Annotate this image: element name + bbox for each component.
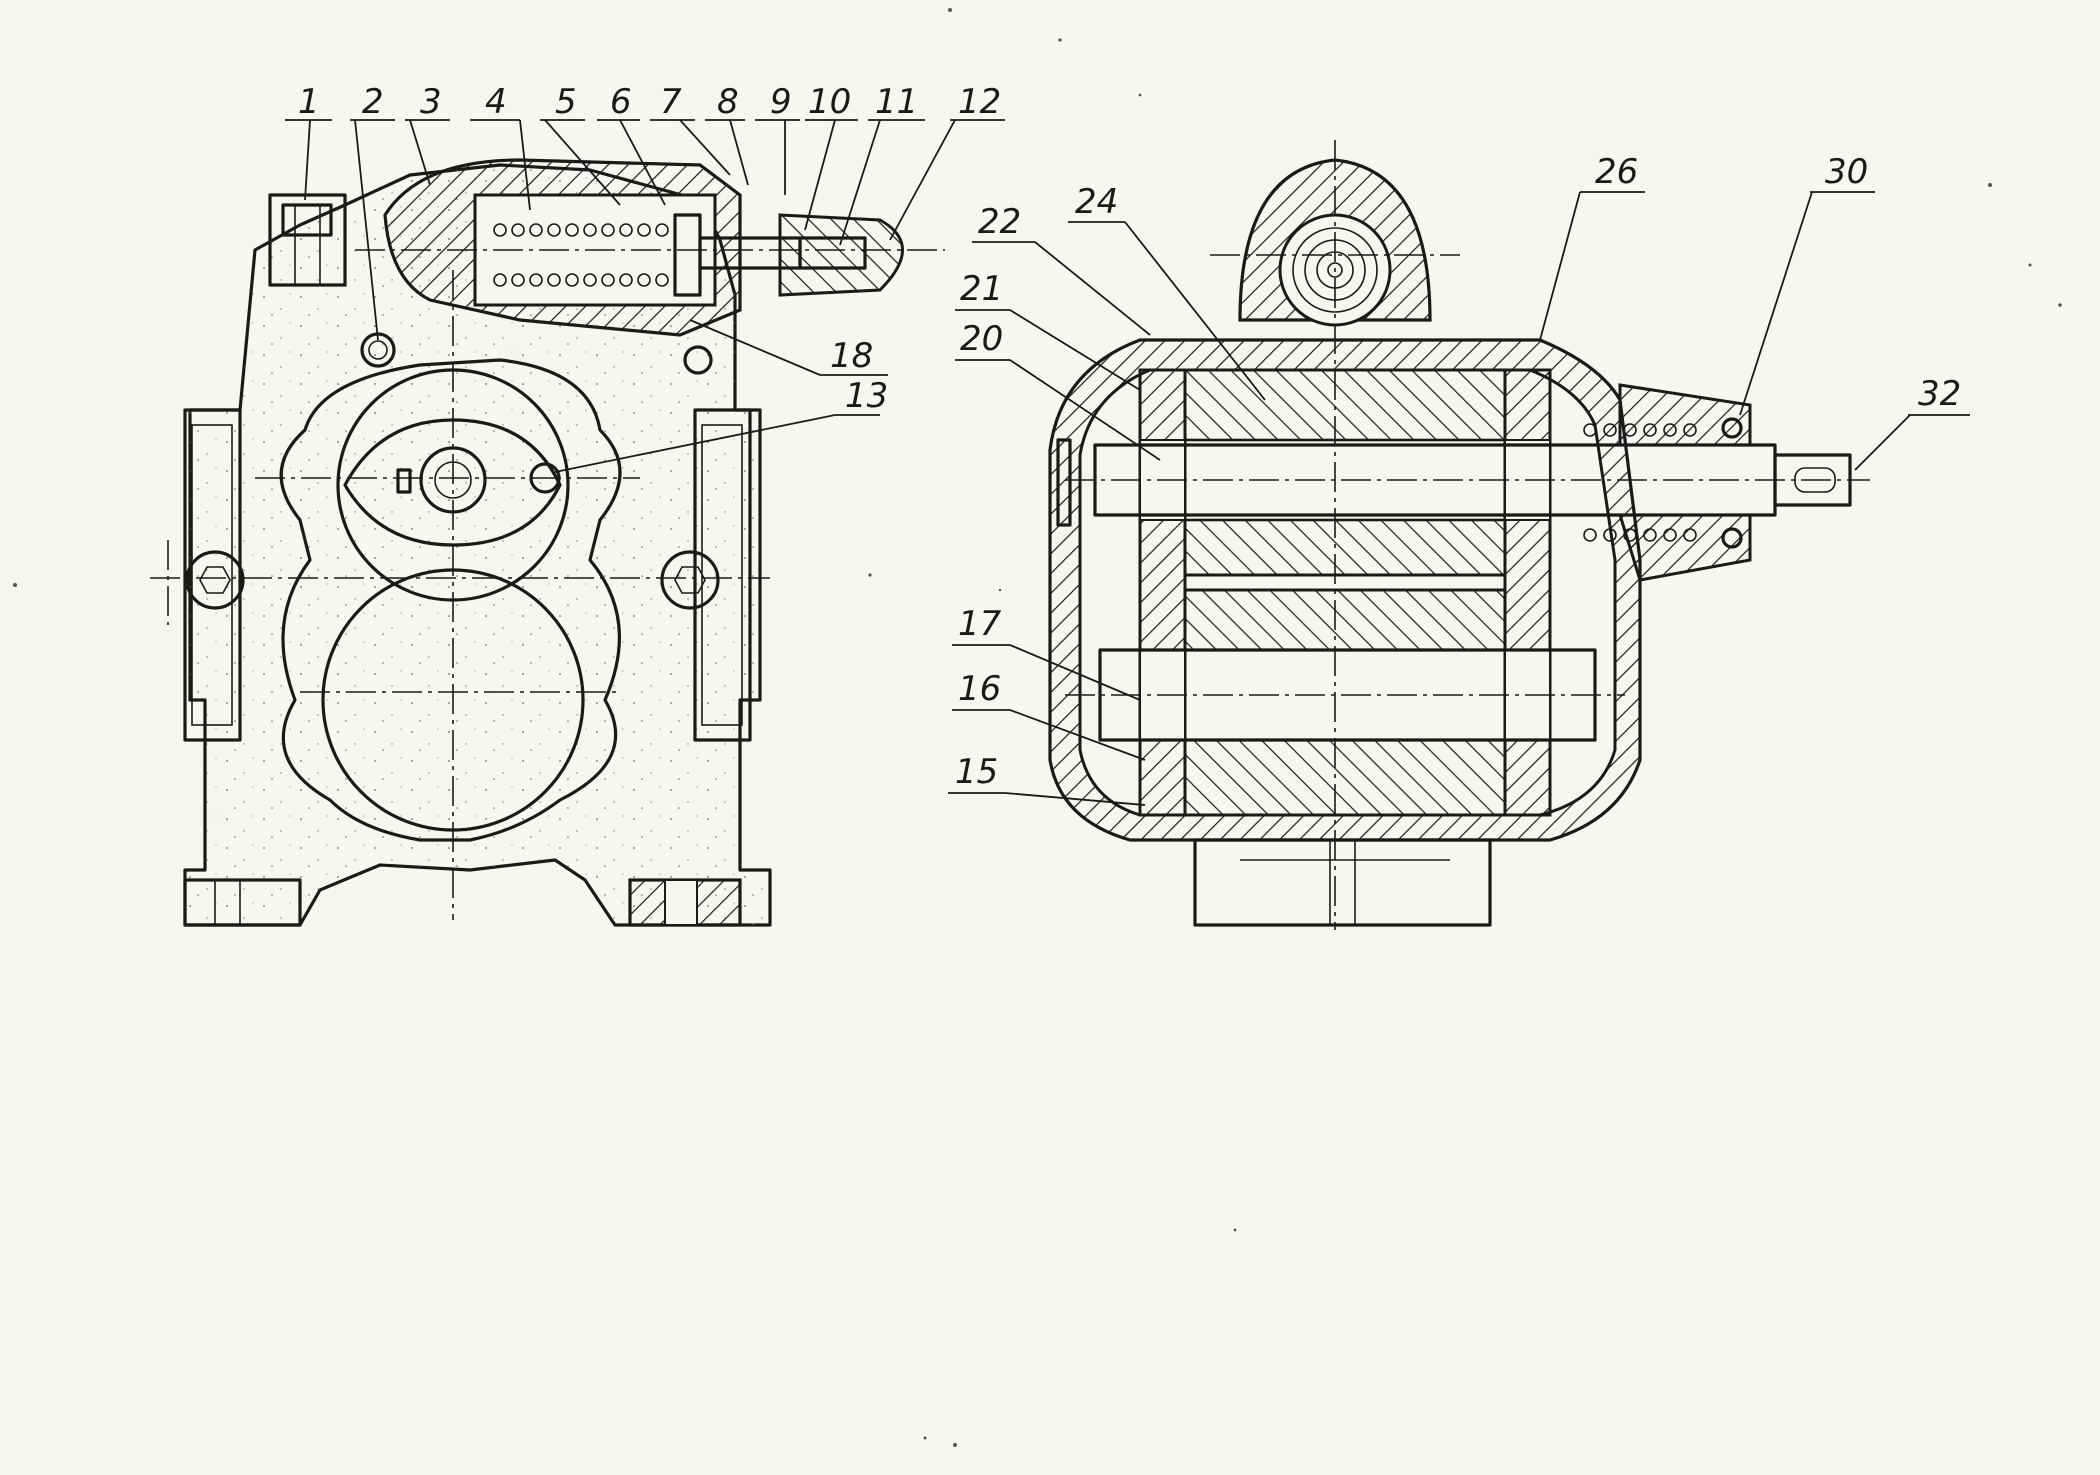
callout-30: 30 [1739,152,1875,416]
seal-housing-bottom [1617,513,1752,582]
section-view [1048,140,1870,930]
callout-1: 1 [285,82,332,201]
svg-text:9: 9 [770,82,792,122]
callout-20: 20 [955,319,1161,461]
svg-text:1: 1 [298,82,320,122]
seal-housing-top [1618,383,1752,447]
callout-21: 21 [955,269,1141,391]
shaft-seal-spring [1583,423,1697,542]
svg-text:6: 6 [610,82,632,122]
svg-text:22: 22 [978,202,1021,242]
left-flange [183,408,242,742]
svg-text:3: 3 [420,82,442,122]
callout-24: 24 [1068,182,1266,401]
svg-text:26: 26 [1595,152,1638,192]
svg-text:13: 13 [845,376,888,416]
svg-text:4: 4 [485,82,507,122]
callout-8: 8 [705,82,749,186]
left-foot [183,878,302,927]
front-view-callouts: 1 2 3 4 5 6 7 [285,82,1005,473]
svg-text:18: 18 [830,336,873,376]
callout-18: 18 [689,319,888,376]
scan-specks [13,8,2062,1447]
svg-text:2: 2 [362,82,384,122]
svg-text:30: 30 [1825,152,1868,192]
callout-13: 13 [554,376,888,473]
svg-text:12: 12 [958,82,1001,122]
callout-9: 9 [755,82,800,195]
top-left-boss [268,193,347,287]
callout-16: 16 [952,669,1146,761]
callout-11: 11 [839,82,925,246]
svg-text:15: 15 [955,752,998,792]
callout-32: 32 [1854,374,1970,471]
callout-2: 2 [350,82,395,341]
svg-text:17: 17 [958,604,1002,644]
left-bushing [1138,368,1187,817]
callout-22: 22 [972,202,1151,336]
gear-cavity-outline [279,358,622,842]
callout-10: 10 [804,82,858,231]
svg-text:21: 21 [960,269,1003,309]
valve-spring [493,223,669,287]
svg-text:20: 20 [960,319,1003,359]
right-flange [693,408,752,742]
callout-15: 15 [948,752,1146,806]
svg-text:7: 7 [660,82,682,122]
mounting-base [1193,838,1492,927]
right-flange-bolt [660,550,720,610]
svg-text:32: 32 [1918,374,1961,414]
callout-3: 3 [405,82,450,186]
callout-5: 5 [540,82,621,206]
callout-17: 17 [952,604,1141,701]
callout-26: 26 [1539,152,1645,341]
shaft-flange [343,418,562,547]
right-bushing [1503,368,1552,817]
left-flange-bolt [185,550,245,610]
svg-text:11: 11 [875,82,918,122]
callout-12: 12 [889,82,1005,241]
section-view-callouts: 22 24 26 30 21 20 32 [948,152,1970,806]
svg-text:8: 8 [717,82,739,122]
relief-valve-section [383,158,904,337]
callout-7: 7 [650,82,731,176]
callout-6: 6 [597,82,666,206]
front-view [150,158,945,927]
svg-text:10: 10 [808,82,851,122]
callout-4: 4 [470,82,531,211]
svg-text:24: 24 [1075,182,1118,222]
valve-cap [778,213,904,297]
svg-text:16: 16 [958,669,1001,709]
svg-text:5: 5 [555,82,577,122]
